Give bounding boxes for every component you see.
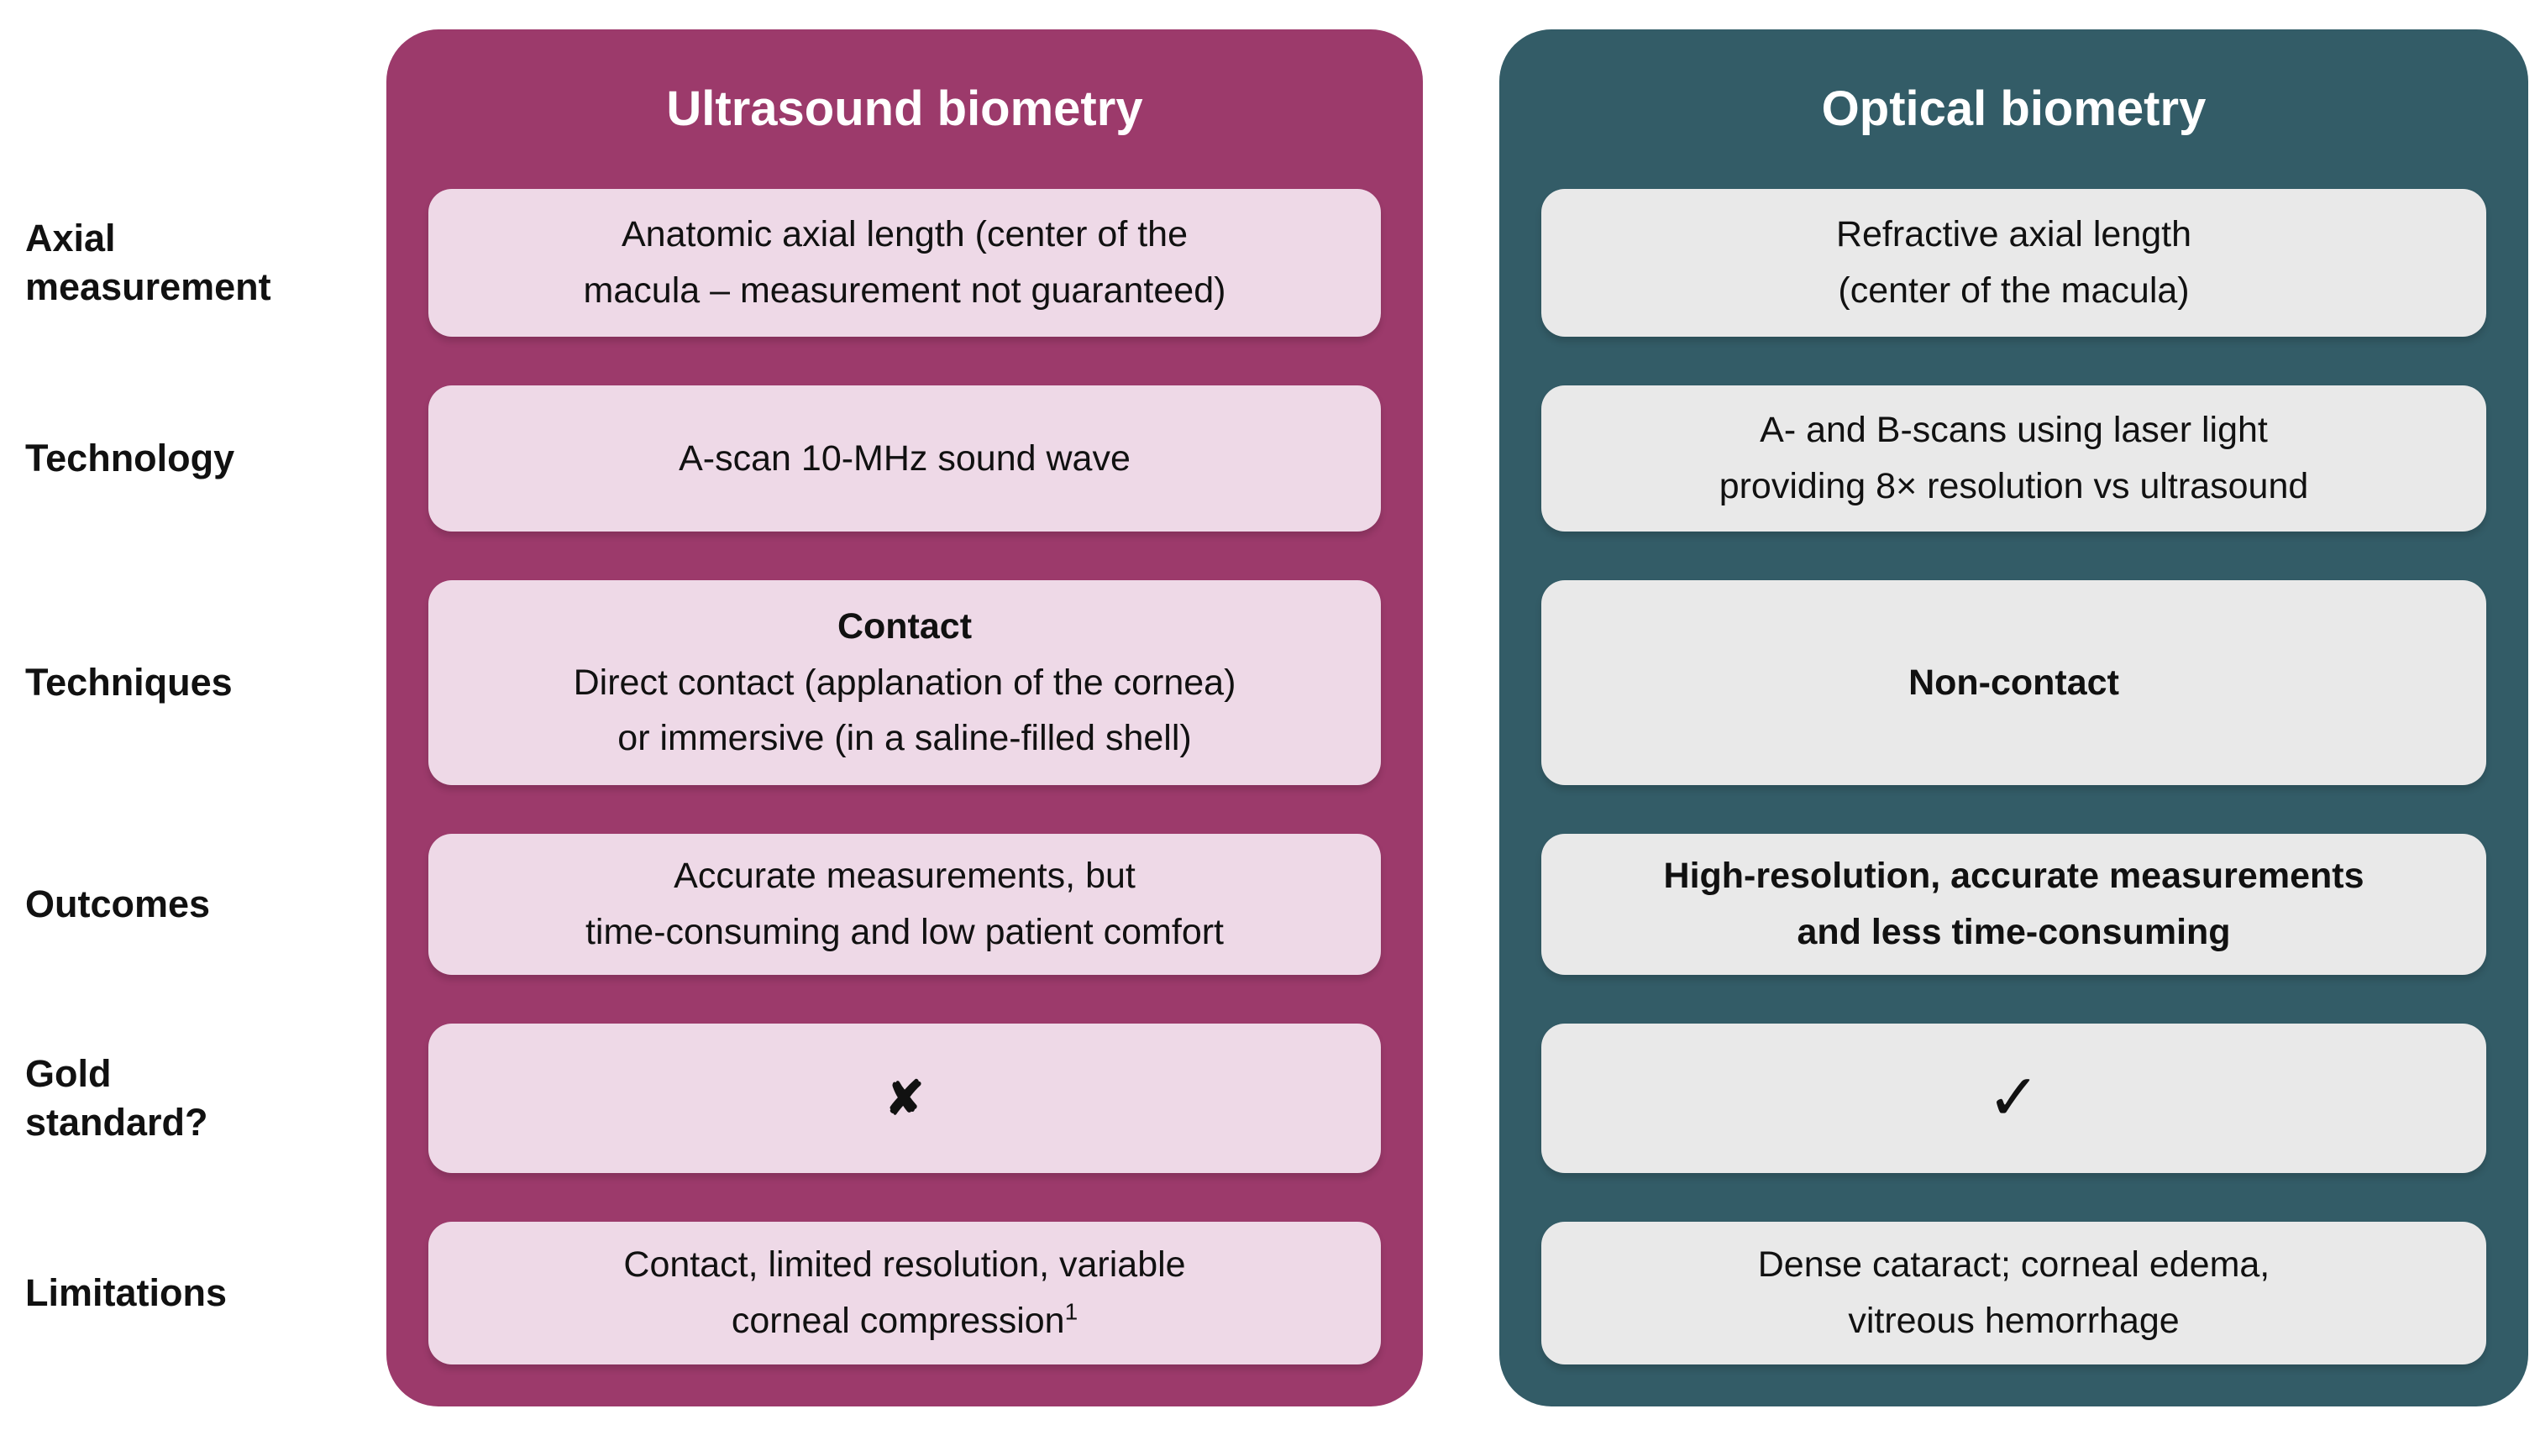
- cell-text: Contact, limited resolution, variable: [623, 1244, 1186, 1286]
- row-labels-column: Axial measurement Technology Techniques …: [25, 29, 370, 1413]
- cell-text: Refractive axial length: [1835, 214, 2192, 255]
- ultrasound-techniques-cell: Contact Direct contact (applanation of t…: [428, 580, 1381, 785]
- cell-text: corneal compression1: [732, 1293, 1078, 1349]
- ultrasound-gold-standard-cell: ✘: [428, 1024, 1381, 1173]
- row-label-technology: Technology: [25, 385, 370, 532]
- optical-biometry-panel: Optical biometry Refractive axial length…: [1499, 29, 2528, 1406]
- optical-techniques-cell: Non-contact: [1541, 580, 2486, 785]
- row-label-limitations: Limitations: [25, 1222, 370, 1364]
- cell-text-bold: Contact: [837, 606, 973, 647]
- title-spacer: [25, 29, 370, 189]
- cell-text: (center of the macula): [1838, 270, 2190, 311]
- optical-gold-standard-cell: ✓: [1541, 1024, 2486, 1173]
- row-label-text: Techniques: [25, 661, 233, 704]
- footnote-superscript: 1: [1064, 1298, 1078, 1325]
- row-label-text: Technology: [25, 437, 235, 480]
- optical-panel-title: Optical biometry: [1821, 81, 2207, 136]
- row-label-text: standard?: [25, 1101, 208, 1144]
- cell-text-bold: and less time-consuming: [1797, 912, 2231, 952]
- optical-limitations-cell: Dense cataract; corneal edema, vitreous …: [1541, 1222, 2486, 1364]
- check-mark-icon: ✓: [1986, 1062, 2041, 1134]
- row-label-text: measurement: [25, 265, 271, 308]
- cell-text: or immersive (in a saline-filled shell): [617, 718, 1192, 759]
- ultrasound-limitations-cell: Contact, limited resolution, variable co…: [428, 1222, 1381, 1364]
- cell-text-bold: Non-contact: [1908, 662, 2119, 703]
- row-label-axial-measurement: Axial measurement: [25, 189, 370, 337]
- row-label-text: Gold: [25, 1052, 112, 1096]
- cell-text: providing 8× resolution vs ultrasound: [1719, 466, 2309, 506]
- cell-text: A-scan 10-MHz sound wave: [679, 437, 1131, 479]
- cell-text: Accurate measurements, but: [674, 856, 1136, 897]
- optical-axial-measurement-cell: Refractive axial length (center of the m…: [1541, 189, 2486, 337]
- optical-outcomes-cell: High-resolution, accurate measurements a…: [1541, 834, 2486, 975]
- row-label-text: Axial: [25, 217, 116, 260]
- ultrasound-technology-cell: A-scan 10-MHz sound wave: [428, 385, 1381, 532]
- ultrasound-panel-title: Ultrasound biometry: [666, 81, 1143, 136]
- row-label-techniques: Techniques: [25, 580, 370, 785]
- cell-text: vitreous hemorrhage: [1848, 1301, 2180, 1341]
- cell-text-bold: High-resolution, accurate measurements: [1663, 856, 2364, 897]
- row-label-text: Outcomes: [25, 883, 211, 926]
- row-label-gold-standard: Gold standard?: [25, 1024, 370, 1173]
- cell-text: Direct contact (applanation of the corne…: [573, 662, 1236, 703]
- row-label-outcomes: Outcomes: [25, 834, 370, 975]
- cell-text: A- and B-scans using laser light: [1760, 410, 2268, 451]
- cell-text: time-consuming and low patient comfort: [585, 912, 1225, 952]
- ultrasound-biometry-panel: Ultrasound biometry Anatomic axial lengt…: [386, 29, 1423, 1406]
- row-label-text: Limitations: [25, 1271, 228, 1315]
- optical-technology-cell: A- and B-scans using laser light providi…: [1541, 385, 2486, 532]
- cell-text: corneal compression: [731, 1301, 1065, 1341]
- ultrasound-outcomes-cell: Accurate measurements, but time-consumin…: [428, 834, 1381, 975]
- ultrasound-axial-measurement-cell: Anatomic axial length (center of the mac…: [428, 189, 1381, 337]
- cell-text: Anatomic axial length (center of the: [621, 214, 1189, 255]
- cell-text: macula – measurement not guaranteed): [583, 270, 1226, 311]
- cell-text: Dense cataract; corneal edema,: [1757, 1244, 2270, 1286]
- cross-mark-icon: ✘: [884, 1071, 925, 1124]
